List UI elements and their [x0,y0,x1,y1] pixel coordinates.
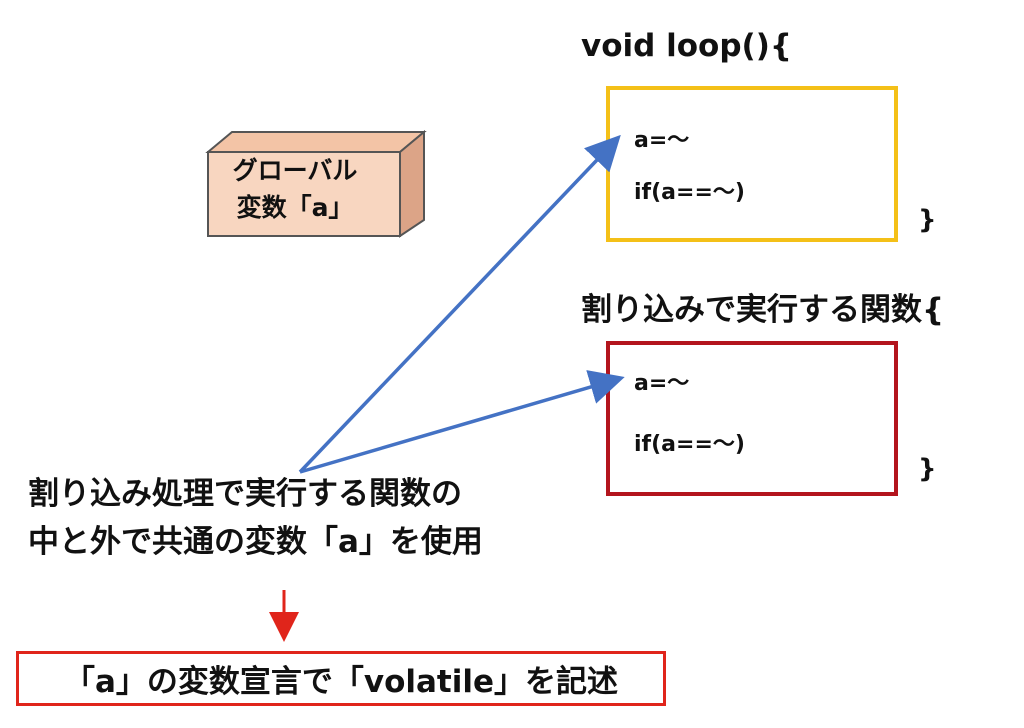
loop-closing-brace: } [918,205,937,235]
description-line1: 割り込み処理で実行する関数の [28,476,462,512]
arrow-to-loop [298,134,621,474]
interrupt-closing-brace: } [918,454,937,484]
description-line2: 中と外で共通の変数「a」を使用 [28,524,483,560]
interrupt-function-heading: 割り込みで実行する関数{ [581,292,945,328]
interrupt-code-line1: a=〜 [634,371,690,396]
interrupt-code-line2: if(a==〜) [634,432,745,457]
loop-code-line1: a=〜 [634,128,690,153]
loop-function-heading: void loop(){ [581,28,792,64]
arrow-to-interrupt [299,370,625,474]
conclusion-text: 「a」の変数宣言で「volatile」を記述 [63,664,619,700]
global-variable-line1: グローバル [232,156,358,185]
interrupt-code-box [606,341,898,496]
loop-code-line2: if(a==〜) [634,180,745,205]
global-variable-label: グローバル 変数「a」 [207,152,383,226]
shared-variable-description: 割り込み処理で実行する関数の 中と外で共通の変数「a」を使用 [28,470,483,566]
global-variable-box [205,129,427,238]
volatile-conclusion-box: 「a」の変数宣言で「volatile」を記述 [16,651,666,706]
global-variable-line2: 変数「a」 [236,193,354,222]
